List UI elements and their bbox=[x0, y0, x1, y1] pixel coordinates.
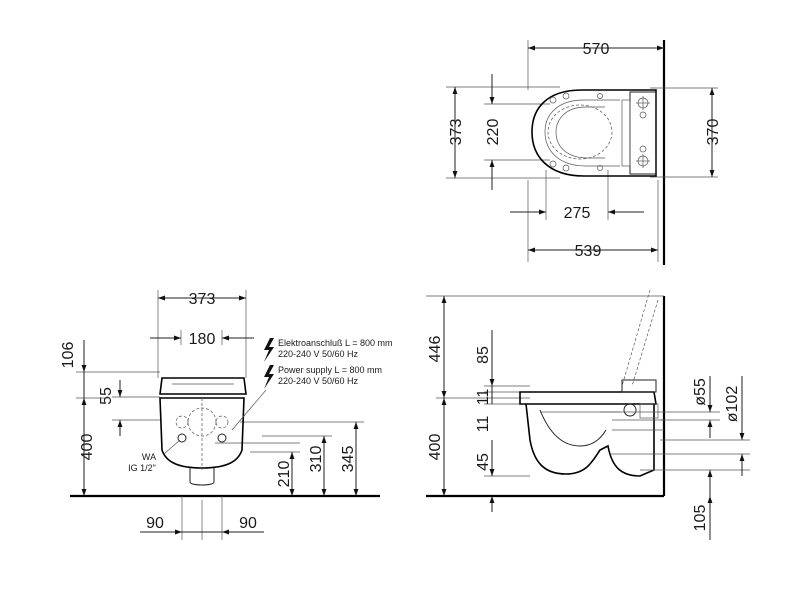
dim-345: 345 bbox=[340, 446, 357, 473]
dim-45: 45 bbox=[475, 453, 492, 471]
dim-210: 210 bbox=[276, 461, 293, 488]
top-view: 570 539 275 373 220 370 bbox=[446, 40, 722, 265]
power-note-en-2: 220-240 V 50/60 Hz bbox=[278, 376, 359, 386]
side-view: 446 400 85 11 11 45 bbox=[426, 289, 750, 540]
dim-55-front: 55 bbox=[98, 387, 115, 405]
dim-539: 539 bbox=[575, 243, 602, 260]
dim-310: 310 bbox=[308, 446, 325, 473]
dim-90-left: 90 bbox=[146, 515, 164, 532]
dim-446: 446 bbox=[427, 336, 444, 363]
power-note-en-1: Power supply L = 800 mm bbox=[278, 365, 382, 375]
dim-275: 275 bbox=[564, 205, 591, 222]
dim-373-front: 373 bbox=[189, 291, 216, 308]
seat-side bbox=[519, 391, 657, 405]
dim-90-right: 90 bbox=[239, 515, 257, 532]
front-view: 373 180 106 55 400 210 310 345 bbox=[60, 290, 392, 540]
dim-370: 370 bbox=[705, 119, 722, 146]
dim-220: 220 bbox=[485, 119, 502, 146]
dim-11-a: 11 bbox=[475, 389, 492, 406]
dim-11-b: 11 bbox=[475, 416, 492, 433]
power-note-de-2: 220-240 V 50/60 Hz bbox=[278, 349, 359, 359]
power-note-de-1: Elektroanschluß L = 800 mm bbox=[278, 338, 392, 348]
seat-outline-top bbox=[531, 89, 657, 177]
dim-400-side: 400 bbox=[427, 434, 444, 461]
bolt-icon-2 bbox=[264, 365, 274, 389]
water-thread: IG 1/2" bbox=[128, 463, 156, 473]
dim-d55: ø55 bbox=[692, 378, 709, 406]
dim-400-front: 400 bbox=[79, 434, 96, 461]
control-panel-icons bbox=[636, 96, 650, 168]
bolt-icon bbox=[264, 338, 274, 362]
dim-106: 106 bbox=[60, 342, 77, 369]
dim-570: 570 bbox=[583, 41, 610, 58]
dim-85: 85 bbox=[475, 346, 492, 364]
seat-front bbox=[159, 377, 247, 395]
dim-d102: ø102 bbox=[724, 386, 741, 423]
bowl-side bbox=[525, 403, 655, 477]
water-label: WA bbox=[142, 452, 156, 462]
dim-105: 105 bbox=[692, 505, 709, 532]
dim-373-top: 373 bbox=[448, 119, 465, 146]
dim-180: 180 bbox=[189, 331, 216, 348]
